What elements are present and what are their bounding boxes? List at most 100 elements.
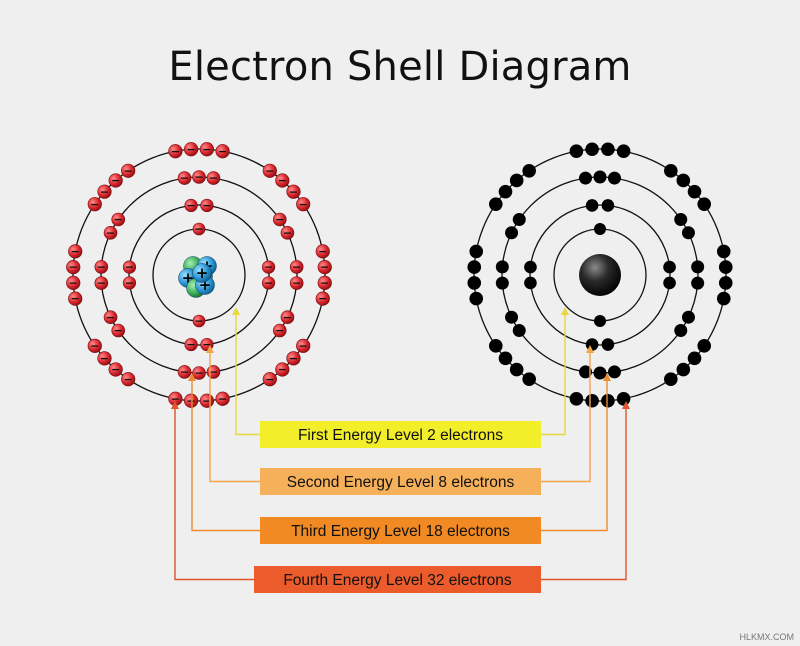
electron-shell-4: − [66,259,81,275]
electron-shell-2 [601,199,615,212]
orbit-ring-2 [529,204,671,346]
electron-shell-4 [676,173,691,188]
connector-level-4 [171,401,630,581]
electron-shell-4: − [262,372,277,387]
svg-text:−: − [111,363,120,376]
svg-text:−: − [124,373,133,386]
energy-level-text-1: First Energy Level 2 electrons [298,427,503,444]
svg-text:−: − [100,352,109,365]
electron-shell-4: − [97,351,112,366]
svg-text:−: − [318,292,327,305]
electron-shell-3 [674,324,688,338]
svg-text:−: − [275,324,284,337]
electron-shell-3 [495,260,509,274]
electron-shell-4: − [199,142,215,157]
svg-text:−: − [69,277,78,290]
svg-text:−: − [292,277,301,290]
electron-shell-4: − [108,173,123,188]
electron-shell-4 [488,197,503,211]
svg-text:−: − [194,315,203,328]
electron-shell-2: − [184,198,198,212]
electron-shell-4 [716,291,731,306]
electron-shell-3 [607,171,621,185]
svg-text:−: − [186,338,195,351]
electron-shell-3: − [177,171,192,185]
electron-shell-4: − [121,163,136,178]
electron-shell-4 [585,142,599,157]
svg-text:−: − [320,277,329,290]
electron-shell-4: − [66,275,81,291]
svg-text:−: − [264,261,273,274]
svg-text:−: − [171,145,180,158]
proton: + [192,263,212,283]
svg-text:−: − [218,145,227,158]
svg-text:−: − [97,260,106,273]
electron-shell-4 [467,276,482,290]
electron-shell-4 [509,173,524,188]
svg-text:−: − [278,174,287,187]
svg-text:−: − [209,366,218,379]
electron-shell-2 [585,199,599,212]
energy-level-label-3: Third Energy Level 18 electrons [260,517,541,544]
svg-text:−: − [275,213,284,226]
electron-shell-4: − [315,291,330,306]
svg-text:−: − [320,261,329,274]
electron-shell-4: − [215,391,230,406]
electron-shell-2 [524,260,537,274]
svg-text:−: − [194,367,203,380]
electron-shell-2: − [200,198,214,212]
electron-shell-3: − [103,226,118,240]
svg-text:−: − [202,143,211,156]
left-electrons: −−−−−−−−−−−−−−−−−−−−−−−−−−−−−−−−−−−−−−−−… [66,142,332,408]
svg-text:−: − [111,174,120,187]
electron-shell-4: − [296,338,311,353]
electron-shell-4: − [286,184,301,199]
electron-shell-3 [512,324,526,338]
electron-shell-3: − [289,260,304,274]
svg-text:−: − [69,261,78,274]
electron-shell-4: − [68,244,83,259]
electron-shell-4 [687,351,702,366]
svg-text:−: − [186,143,195,156]
electron-shell-4: − [121,372,136,387]
electron-shell-1: − [192,315,206,328]
electron-shell-3: − [103,310,118,324]
svg-text:−: − [90,198,99,211]
electron-shell-4: − [275,173,290,188]
electron-shell-4 [718,260,733,274]
electron-shell-3: − [280,310,295,324]
svg-text:−: − [124,164,133,177]
electron-shell-4: − [97,184,112,199]
electron-shell-2 [585,338,599,351]
svg-text:−: − [202,338,211,351]
electron-shell-3 [495,276,509,290]
svg-text:−: − [180,172,189,185]
right-nucleus [579,254,621,296]
electron-shell-4 [616,144,631,159]
svg-text:−: − [202,199,211,212]
energy-level-label-1: First Energy Level 2 electrons [260,421,541,448]
electron-shell-4 [664,163,678,178]
electron-shell-4: − [317,275,332,291]
electron-shell-4: − [183,142,199,157]
electron-shell-2 [663,260,676,274]
svg-text:−: − [194,223,203,236]
electron-shell-3: − [289,276,304,290]
svg-text:+: + [196,264,209,282]
electron-shell-4: − [87,197,102,212]
electron-shell-4: − [317,259,332,275]
electron-shell-4 [522,163,536,178]
orbit-ring-2 [128,204,270,346]
electron-shell-4 [616,391,631,406]
svg-text:−: − [265,164,274,177]
electron-shell-3 [607,365,621,379]
electron-shell-4: − [87,338,102,353]
svg-text:−: − [289,185,298,198]
electron-shell-4: − [183,393,199,408]
svg-text:−: − [299,198,308,211]
electron-shell-4 [718,276,733,290]
electron-shell-4 [509,362,524,377]
electron-shell-3: − [94,260,109,274]
